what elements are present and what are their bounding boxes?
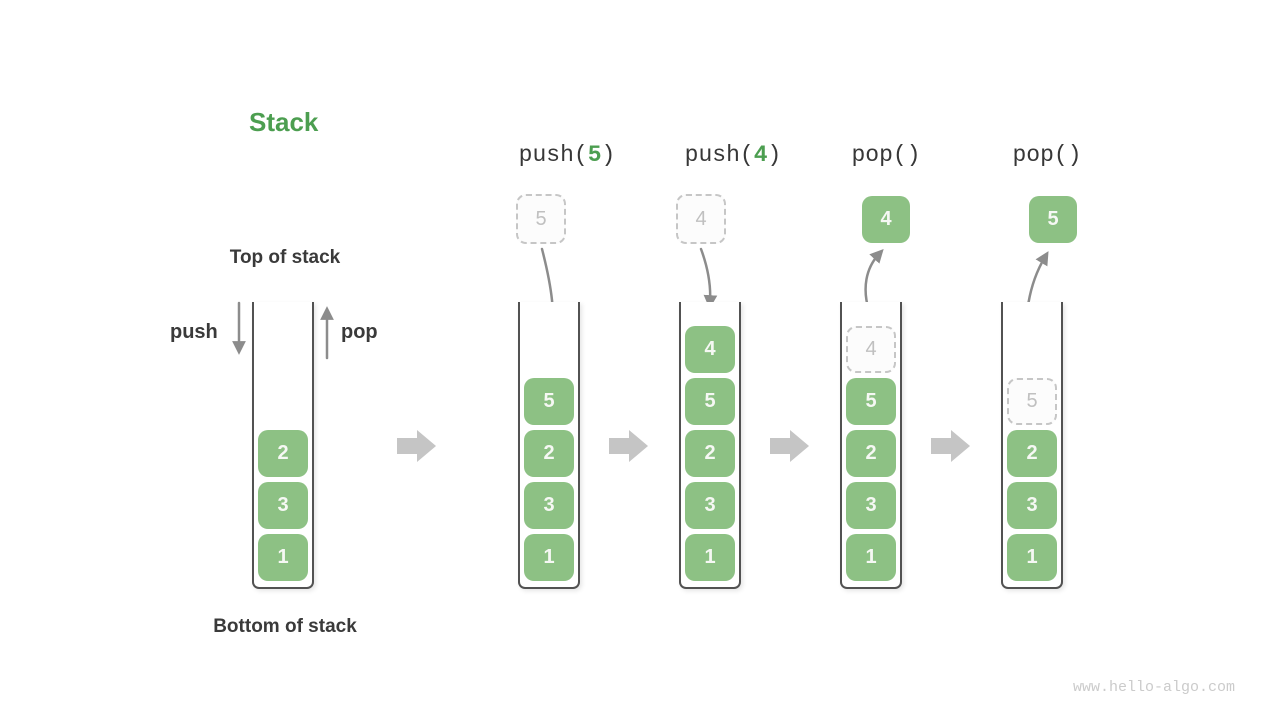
stack-cell: 2	[524, 430, 574, 477]
push-label: push	[170, 321, 218, 343]
stage-arrow-icon	[609, 430, 648, 462]
stack-cell: 5	[685, 378, 735, 425]
op-label-pop-1: pop()	[851, 142, 920, 168]
stack-cell: 3	[524, 482, 574, 529]
op-arg: 4	[753, 142, 768, 168]
op-label-push-5: push(5)	[519, 142, 616, 168]
stack-cell: 2	[846, 430, 896, 477]
op-text: )	[601, 142, 616, 168]
stack-container-4: 4 5 2 3 1	[840, 302, 902, 589]
watermark: www.hello-algo.com	[1072, 679, 1235, 696]
op-text: pop()	[851, 142, 921, 168]
op-label-pop-2: pop()	[1012, 142, 1081, 168]
stack-cell: 1	[846, 534, 896, 581]
op-arg: 5	[587, 142, 602, 168]
pushed-value-box: 5	[516, 194, 566, 244]
op-label-push-4: push(4)	[685, 142, 782, 168]
pop-label: pop	[341, 321, 378, 343]
push-insert-arrow-icon	[699, 247, 718, 309]
stack-cell: 3	[1007, 482, 1057, 529]
diagram-title: Stack	[249, 107, 319, 137]
op-text: pop()	[1012, 142, 1082, 168]
stack-cell: 1	[524, 534, 574, 581]
stage-arrow-icon	[931, 430, 970, 462]
op-text: push(	[518, 142, 588, 168]
stack-container-3: 4 5 2 3 1	[679, 302, 741, 589]
stack-cell: 2	[1007, 430, 1057, 477]
stack-container-2: 5 2 3 1	[518, 302, 580, 589]
stack-cell: 1	[258, 534, 308, 581]
op-text: push(	[684, 142, 754, 168]
stack-cell: 2	[685, 430, 735, 477]
popped-value-box: 4	[862, 196, 910, 243]
top-of-stack-label: Top of stack	[229, 247, 341, 268]
stack-cell: 3	[846, 482, 896, 529]
stack-cell: 1	[1007, 534, 1057, 581]
stack-cell: 3	[258, 482, 308, 529]
stack-cell-ghost: 4	[846, 326, 896, 373]
bottom-of-stack-label: Bottom of stack	[213, 616, 357, 637]
stack-cell: 1	[685, 534, 735, 581]
stack-cell: 3	[685, 482, 735, 529]
stack-cell: 4	[685, 326, 735, 373]
pushed-value-box: 4	[676, 194, 726, 244]
stage-arrow-icon	[397, 430, 436, 462]
stack-cell: 2	[258, 430, 308, 477]
op-text: )	[767, 142, 782, 168]
stack-cell-ghost: 5	[1007, 378, 1057, 425]
stack-cell: 5	[846, 378, 896, 425]
stack-cell: 5	[524, 378, 574, 425]
stack-container-5: 5 2 3 1	[1001, 302, 1063, 589]
stage-arrow-icon	[770, 430, 809, 462]
popped-value-box: 5	[1029, 196, 1077, 243]
stack-container-1: 2 3 1	[252, 302, 314, 589]
